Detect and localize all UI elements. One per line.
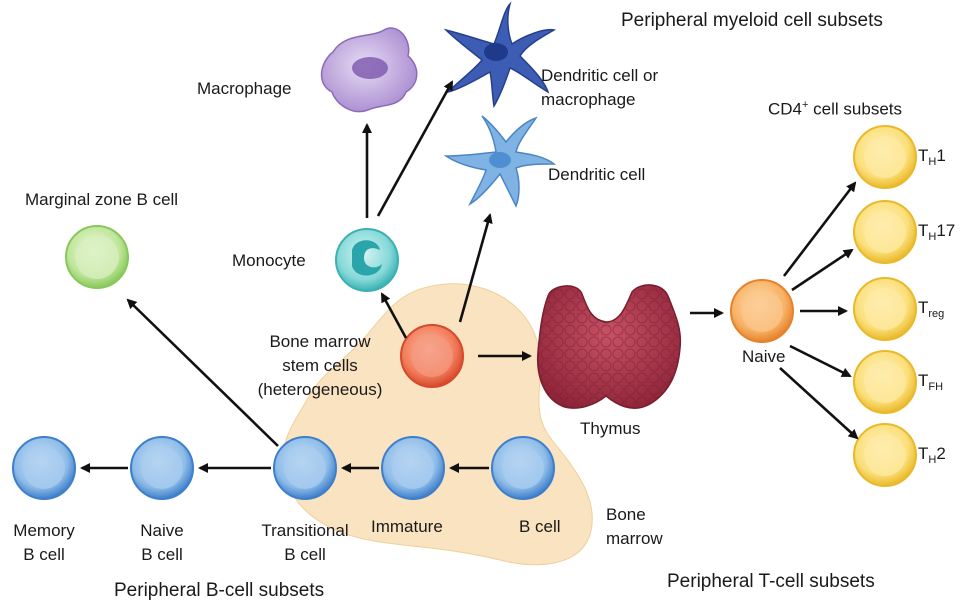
- dendritic-cell-label: Dendritic cell: [548, 165, 646, 184]
- th17-label: TH17: [918, 221, 956, 243]
- thymus-organ-icon: [536, 284, 682, 409]
- memory-b-cell-icon: [12, 436, 76, 500]
- arrow-transitional-to-marginal-zone: [126, 298, 279, 447]
- arrow-stem-to-monocyte: [380, 292, 408, 339]
- thymus-label: Thymus: [580, 419, 641, 438]
- transitional-b-cell-label-line1: Transitional: [261, 521, 349, 540]
- th2-cell-icon: [853, 423, 917, 487]
- naive-t-cell-icon: [730, 279, 794, 343]
- dendritic-or-macrophage-label-line2: macrophage: [541, 90, 636, 109]
- marginal-zone-b-cell-label: Marginal zone B cell: [25, 190, 179, 209]
- b-cell-precursor-icon: [491, 436, 555, 500]
- memory-b-cell-label-line2: B cell: [23, 545, 65, 564]
- arrow-monocyte-to-dendritic-or-macrophage: [376, 80, 454, 217]
- bone-marrow-label-line1: Bone: [606, 505, 646, 524]
- transitional-b-cell-label-line2: B cell: [284, 545, 326, 564]
- tfh-label: TFH: [918, 371, 944, 393]
- th1-cell-icon: [853, 125, 917, 189]
- immature-label: Immature: [371, 517, 443, 536]
- naive-t-cell-label: Naive: [742, 347, 786, 366]
- arrow-naive-to-th17: [791, 248, 854, 292]
- tfh-cell-icon: [853, 350, 917, 414]
- arrow-naive-to-tfh: [789, 344, 852, 378]
- naive-b-cell-label-line2: B cell: [141, 545, 183, 564]
- transitional-b-cell-icon: [273, 436, 337, 500]
- immature-b-cell-label: B cell: [519, 517, 561, 536]
- macrophage-label: Macrophage: [197, 79, 292, 98]
- arrow-naive-to-th2: [779, 367, 859, 440]
- b-cell-subsets-title: Peripheral B-cell subsets: [114, 580, 325, 601]
- naive-b-cell-icon: [130, 436, 194, 500]
- treg-label: Treg: [918, 298, 945, 320]
- dendritic-cell-icon: [443, 115, 557, 208]
- marginal-zone-b-cell-icon: [65, 225, 129, 289]
- monocyte-cell-icon: [335, 228, 399, 292]
- stem-cells-label-line3: (heterogeneous): [257, 380, 383, 399]
- naive-b-cell-label-line1: Naive: [140, 521, 184, 540]
- cd4-subsets-title: CD4+ cell subsets: [768, 99, 902, 119]
- memory-b-cell-label-line1: Memory: [13, 521, 75, 540]
- monocyte-label: Monocyte: [232, 251, 306, 270]
- stem-cell-icon: [400, 324, 464, 388]
- arrow-naive-to-th1: [782, 181, 857, 277]
- th17-cell-icon: [853, 200, 917, 264]
- th2-label: TH2: [918, 444, 946, 466]
- treg-cell-icon: [853, 277, 917, 341]
- arrow-stem-to-dendritic: [458, 213, 493, 323]
- bone-marrow-label-line2: marrow: [606, 529, 663, 548]
- immature-b-cell-icon: [381, 436, 445, 500]
- macrophage-cell-icon: [320, 27, 418, 113]
- stem-cells-label-line2: stem cells: [282, 356, 358, 375]
- t-cell-subsets-title: Peripheral T-cell subsets: [667, 571, 875, 592]
- stem-cells-label-line1: Bone marrow: [269, 332, 371, 351]
- myeloid-subsets-title: Peripheral myeloid cell subsets: [621, 10, 883, 31]
- th1-label: TH1: [918, 146, 946, 168]
- dendritic-or-macrophage-label-line1: Dendritic cell or: [541, 66, 659, 85]
- dendritic-or-macrophage-cell-icon: [443, 1, 557, 109]
